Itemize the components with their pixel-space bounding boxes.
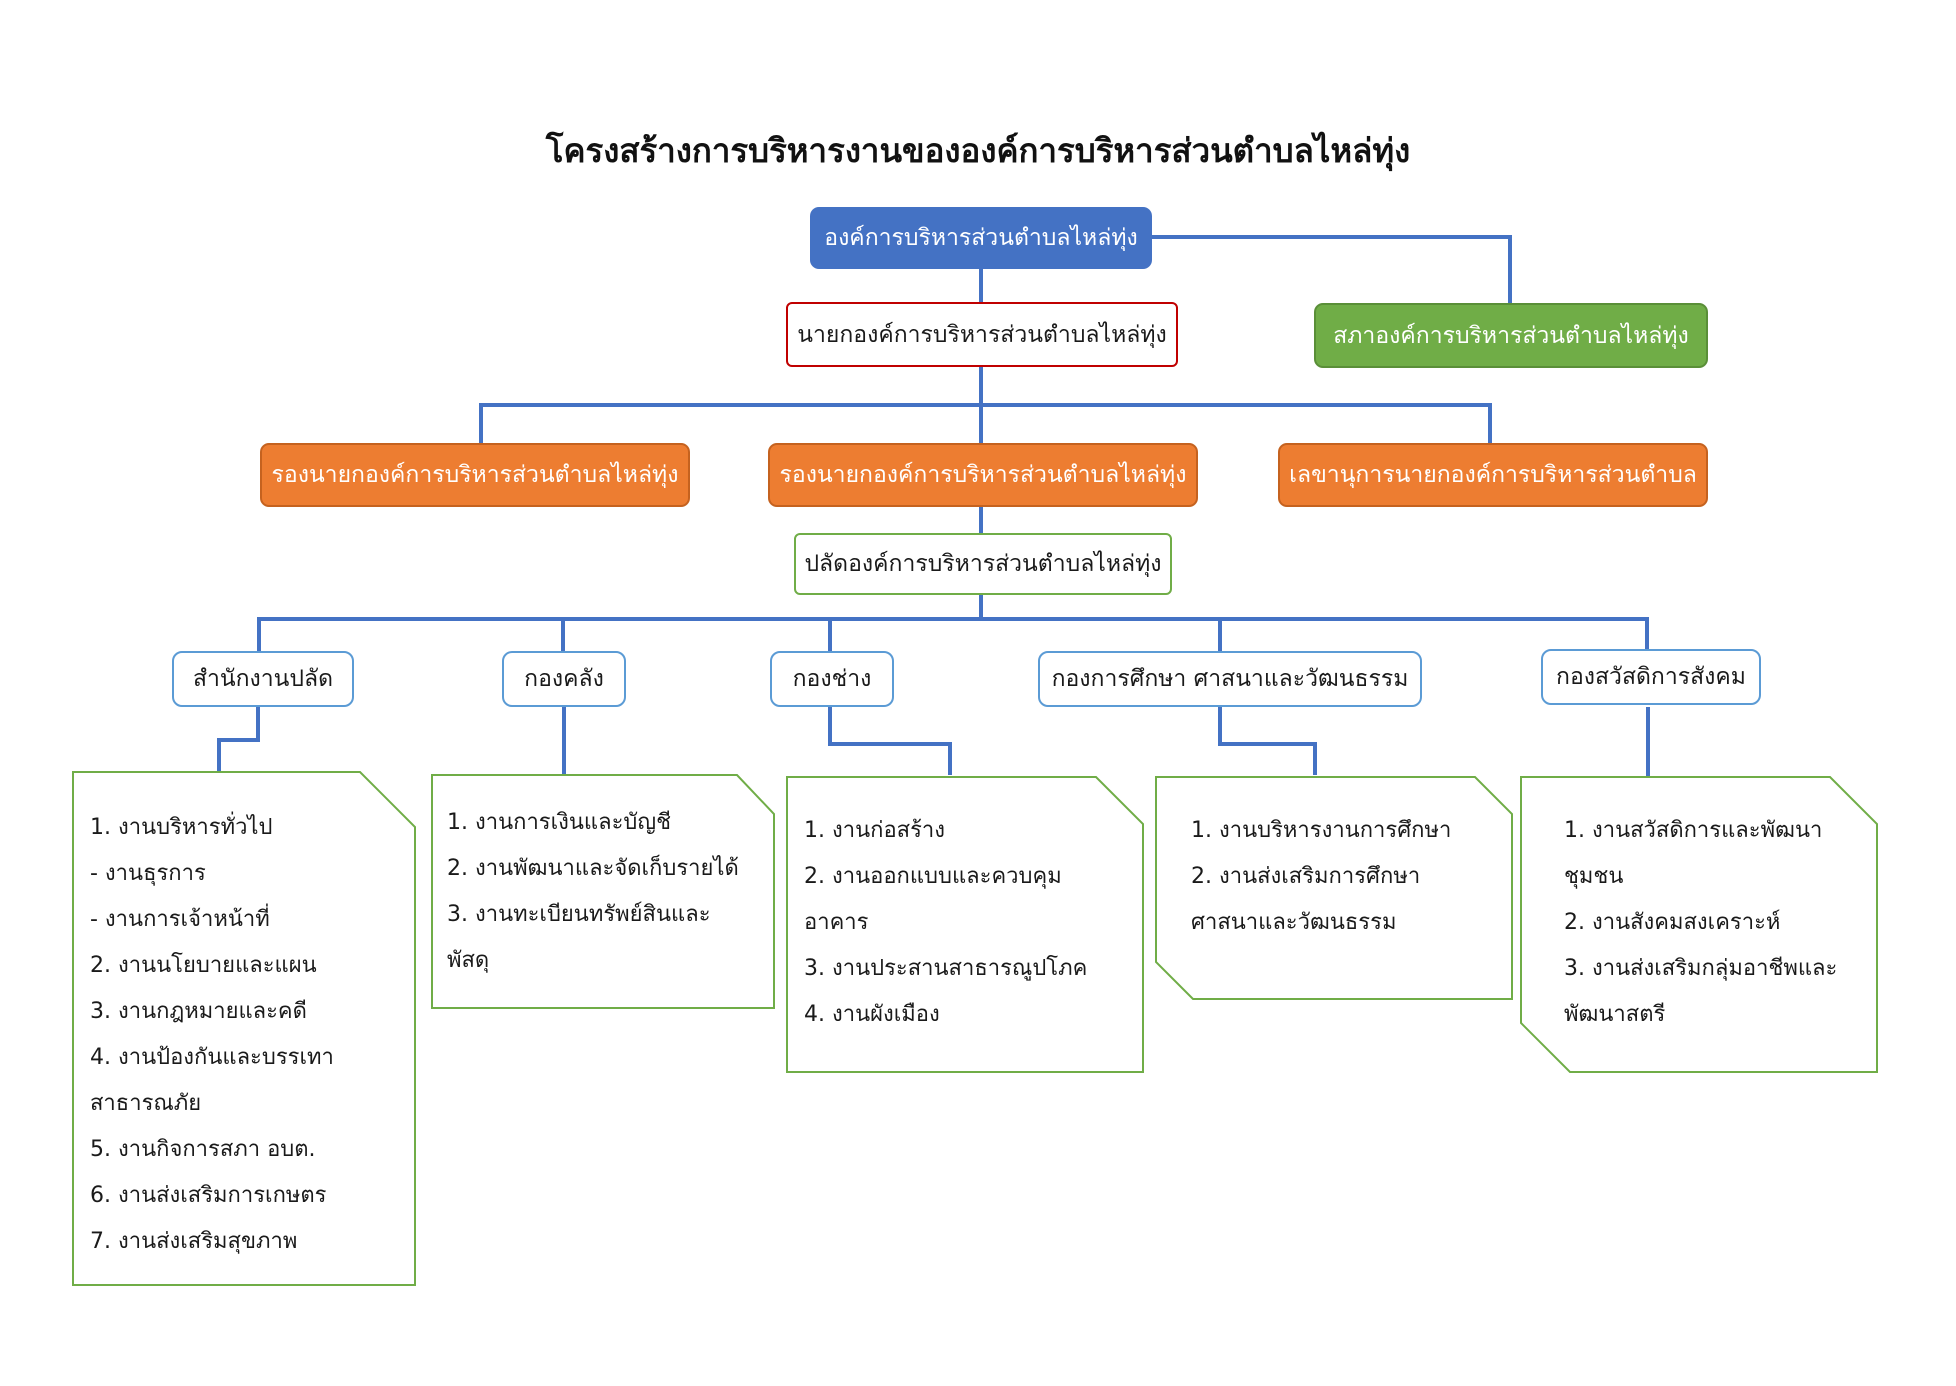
task-item: 3. งานกฎหมายและคดี	[90, 999, 307, 1024]
task-item: ชุมชน	[1564, 864, 1624, 889]
task-note-office-of-chief: 1. งานบริหารทั่วไป - งานธุรการ - งานการเ…	[72, 771, 416, 1286]
node-organization: องค์การบริหารส่วนตำบลไหล่ทุ่ง	[810, 207, 1152, 269]
task-item: 1. งานการเงินและบัญชี	[447, 810, 672, 835]
task-item: 1. งานบริหารงานการศึกษา	[1191, 818, 1452, 843]
task-item: 2. งานส่งเสริมการศึกษา	[1191, 864, 1421, 889]
task-item: 4. งานผังเมือง	[804, 1002, 940, 1027]
task-item: พัฒนาสตรี	[1564, 1002, 1666, 1027]
task-item: 5. งานกิจการสภา อบต.	[90, 1137, 316, 1162]
task-item: 1. งานก่อสร้าง	[804, 818, 945, 843]
node-mayor: นายกองค์การบริหารส่วนตำบลไหล่ทุ่ง	[786, 302, 1178, 367]
task-note-finance: 1. งานการเงินและบัญชี 2. งานพัฒนาและจัดเ…	[431, 774, 775, 1009]
task-item: 2. งานนโยบายและแผน	[90, 953, 317, 978]
task-item: 3. งานส่งเสริมกลุ่มอาชีพและ	[1564, 956, 1838, 981]
task-item: 2. งานสังคมสงเคราะห์	[1564, 910, 1781, 935]
task-note-social-welfare: 1. งานสวัสดิการและพัฒนา ชุมชน 2. งานสังค…	[1520, 776, 1878, 1073]
node-deputy-mayor-2: รองนายกองค์การบริหารส่วนตำบลไหล่ทุ่ง	[768, 443, 1198, 507]
task-item: 3. งานทะเบียนทรัพย์สินและ	[447, 902, 711, 927]
division-engineering: กองช่าง	[770, 651, 894, 707]
task-item: สาธารณภัย	[90, 1091, 202, 1116]
division-social-welfare: กองสวัสดิการสังคม	[1541, 649, 1761, 705]
node-deputy-mayor-1: รองนายกองค์การบริหารส่วนตำบลไหล่ทุ่ง	[260, 443, 690, 507]
task-item: 3. งานประสานสาธารณูปโภค	[804, 956, 1088, 981]
task-item: 1. งานบริหารทั่วไป	[90, 815, 273, 840]
node-chief-administrator: ปลัดองค์การบริหารส่วนตำบลไหล่ทุ่ง	[794, 533, 1172, 595]
node-secretary: เลขานุการนายกองค์การบริหารส่วนตำบล	[1278, 443, 1708, 507]
task-item: 2. งานพัฒนาและจัดเก็บรายได้	[447, 856, 739, 881]
task-item: ศาสนาและวัฒนธรรม	[1191, 910, 1397, 935]
task-item: 6. งานส่งเสริมการเกษตร	[90, 1183, 327, 1208]
task-item: 7. งานส่งเสริมสุขภาพ	[90, 1229, 298, 1254]
task-item: - งานการเจ้าหน้าที่	[90, 907, 270, 932]
task-item: อาคาร	[804, 910, 869, 935]
task-note-education: 1. งานบริหารงานการศึกษา 2. งานส่งเสริมกา…	[1155, 776, 1513, 1000]
task-item: พัสดุ	[447, 948, 490, 973]
node-council: สภาองค์การบริหารส่วนตำบลไหล่ทุ่ง	[1314, 303, 1708, 368]
task-note-engineering: 1. งานก่อสร้าง 2. งานออกแบบและควบคุม อาค…	[786, 776, 1144, 1073]
task-item: 4. งานป้องกันและบรรเทา	[90, 1045, 334, 1070]
task-item: - งานธุรการ	[90, 861, 206, 886]
chart-title: โครงสร้างการบริหารงานขององค์การบริหารส่ว…	[545, 131, 1411, 170]
division-education: กองการศึกษา ศาสนาและวัฒนธรรม	[1038, 651, 1422, 707]
division-office-of-chief: สำนักงานปลัด	[172, 651, 354, 707]
task-item: 1. งานสวัสดิการและพัฒนา	[1564, 818, 1823, 843]
task-item: 2. งานออกแบบและควบคุม	[804, 864, 1062, 889]
division-finance: กองคลัง	[502, 651, 626, 707]
